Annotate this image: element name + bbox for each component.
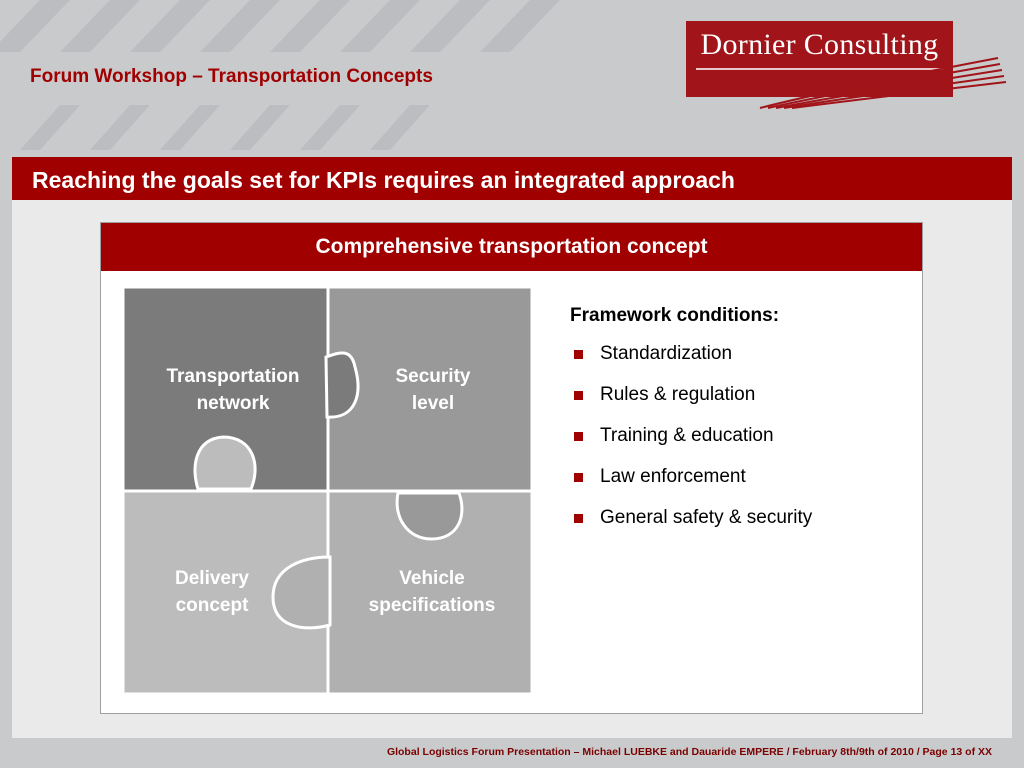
framework-heading: Framework conditions:	[570, 305, 780, 326]
logo-text: Dornier Consulting	[700, 28, 939, 61]
list-item: Standardization	[572, 343, 812, 384]
piece-label-delivery-concept: Delivery concept	[150, 565, 274, 619]
puzzle-knob-left	[193, 435, 257, 491]
puzzle-piece-security-level	[326, 287, 533, 493]
list-item: Law enforcement	[572, 466, 812, 507]
slide-headline: Reaching the goals set for KPIs requires…	[32, 167, 735, 193]
concept-header: Comprehensive transportation concept	[101, 223, 922, 271]
puzzle-knob-right	[395, 491, 464, 541]
concept-title: Comprehensive transportation concept	[315, 235, 708, 258]
list-item-text: Training & education	[600, 425, 774, 446]
framework-list: Standardization Rules & regulation Train…	[572, 343, 812, 548]
bullet-square-icon	[574, 350, 583, 359]
decorative-stripes	[0, 0, 560, 150]
bullet-square-icon	[574, 432, 583, 441]
list-item-text: Rules & regulation	[600, 384, 756, 405]
footer-text: Global Logistics Forum Presentation – Mi…	[386, 746, 992, 758]
bullet-square-icon	[574, 391, 583, 400]
list-item: Rules & regulation	[572, 384, 812, 425]
logo-rule	[696, 68, 943, 70]
piece-label-line: level	[411, 393, 455, 414]
piece-label-line: Delivery	[175, 568, 249, 589]
list-item-text: Standardization	[600, 343, 733, 364]
piece-label-vehicle-specifications: Vehicle specifications	[352, 565, 512, 619]
bullet-square-icon	[574, 473, 583, 482]
piece-label-line: network	[196, 393, 270, 414]
list-item-text: General safety & security	[600, 507, 813, 528]
piece-label-line: Transportation	[166, 366, 300, 387]
piece-label-line: specifications	[368, 595, 496, 616]
headline-bar: Reaching the goals set for KPIs requires…	[12, 157, 1012, 200]
piece-label-line: Security	[395, 366, 471, 387]
piece-label-line: Vehicle	[399, 568, 465, 589]
bullet-square-icon	[574, 514, 583, 523]
piece-label-security-level: Security level	[373, 363, 493, 417]
puzzle-knob-top	[324, 351, 360, 419]
list-item-text: Law enforcement	[600, 466, 746, 487]
puzzle-knob-bottom	[271, 555, 332, 630]
logo-swoosh-icon	[759, 57, 1007, 109]
piece-label-line: concept	[175, 595, 249, 616]
puzzle-diagram	[123, 287, 533, 695]
list-item: General safety & security	[572, 507, 812, 548]
piece-label-transportation-network: Transportation network	[143, 363, 323, 417]
list-item: Training & education	[572, 425, 812, 466]
workshop-title: Forum Workshop – Transportation Concepts	[30, 66, 433, 87]
